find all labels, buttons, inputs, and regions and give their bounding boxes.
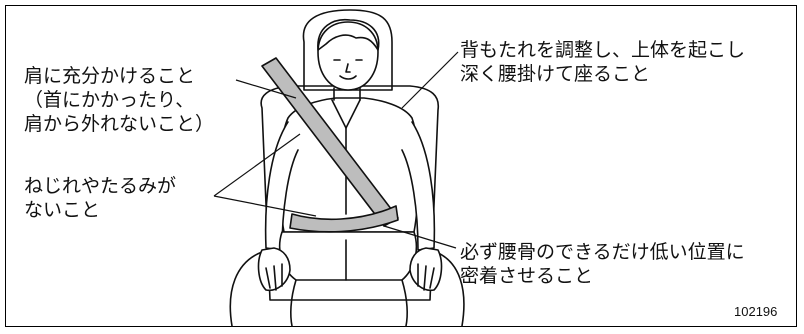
leader-shoulder <box>235 79 297 99</box>
right-arm <box>401 121 436 251</box>
seat-back <box>260 85 440 301</box>
leader-seatback <box>401 51 459 109</box>
seatback-annotation-line2: 深く腰掛けて座ること <box>460 63 651 85</box>
head <box>317 21 379 91</box>
seatback-annotation-line1: 背もたれを調整し、上体を起こし <box>460 39 746 61</box>
seat-cushion-right <box>435 251 465 327</box>
leader-hip <box>383 225 457 249</box>
hip-annotation-line1: 必ず腰骨のできるだけ低い位置に <box>460 241 745 263</box>
hair <box>317 18 380 51</box>
hip-annotation-line2: 密着させること <box>460 265 594 287</box>
twist-annotation-line1: ねじれやたるみが <box>24 175 177 197</box>
right-leg <box>401 279 408 327</box>
lap <box>278 231 418 281</box>
figure-code: 102196 <box>734 304 778 319</box>
shoulder-annotation-line2: （首にかかったり、 <box>24 89 195 111</box>
leader-twist-1 <box>213 133 301 197</box>
seat-cushion-left <box>229 251 263 327</box>
shoulder-annotation-line3: 肩から外れないこと） <box>24 113 215 135</box>
left-arm <box>264 121 299 251</box>
twist-annotation-line2: ないこと <box>24 199 101 221</box>
lap-belt <box>289 205 399 233</box>
headrest <box>302 9 393 91</box>
leader-twist-2 <box>213 195 317 217</box>
left-leg <box>290 279 297 327</box>
shoulder-annotation-line1: 肩に充分かけること <box>24 65 196 87</box>
